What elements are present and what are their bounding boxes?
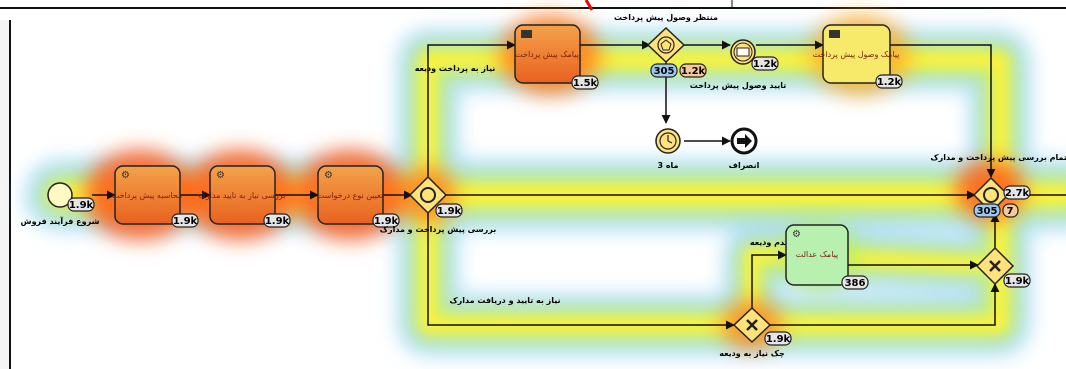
envelope-icon (736, 47, 750, 57)
gateway-count-small: 7 (1007, 206, 1014, 217)
gateway-count: 1.9k (766, 334, 791, 345)
gateway-count-waiting: 1.2k (681, 66, 706, 77)
task-sms-prepayment-received[interactable]: پیامک وصول پیش پرداخت 1.2k (813, 24, 903, 89)
gateway-count: 2.7k (1005, 188, 1030, 199)
task-label: بررسی نیاز به تایید مدارک (199, 191, 286, 200)
sequence-flows (92, 40, 1066, 330)
gateway-count-active: 305 (977, 206, 998, 217)
task-count: 1.9k (265, 216, 290, 227)
task-label: پیامک پیش پرداخت (515, 50, 579, 59)
task-sms-justice[interactable]: ⚙ پیامک عدالت 386 (785, 224, 869, 290)
gear-icon: ⚙ (216, 170, 225, 181)
arrow-right-icon (737, 134, 752, 148)
task-count: 1.9k (374, 216, 399, 227)
start-event-count: 1.9k (69, 200, 94, 211)
gear-icon: ⚙ (324, 170, 333, 181)
timer-event-3-months[interactable]: ماه 3 (655, 128, 681, 170)
task-check-docs[interactable]: ⚙ بررسی نیاز به تایید مدارک 1.9k (199, 165, 291, 228)
gear-icon: ⚙ (121, 170, 130, 181)
gateway-label: بررسی پیش پرداخت و مدارک (380, 225, 496, 235)
task-count: 386 (845, 278, 866, 289)
gateway-label: اتمام بررسی پیش پرداخت و مدارک (930, 153, 1066, 163)
gateway-finish-check[interactable]: اتمام بررسی پیش پرداخت و مدارک 2.7k 305 … (930, 153, 1066, 218)
gear-icon: ⚙ (792, 229, 801, 240)
left-panel-edge (0, 20, 10, 369)
envelope-icon (829, 30, 840, 38)
task-calc-prepayment[interactable]: ⚙ محاسبه پیش پرداخت 1.9k (112, 165, 199, 228)
gateway-label: منتظر وصول پیش پرداخت (614, 13, 718, 23)
gateway-count: 1.9k (1005, 276, 1030, 287)
flow-label-docs-needed: نیاز به تایید و دریافت مدارک (449, 296, 560, 305)
red-arrow-fragment (584, 0, 594, 11)
end-event-label: انصراف (729, 161, 760, 170)
flow-label-no-deposit: عدم ودیعه (750, 238, 790, 247)
x-icon (746, 319, 758, 331)
x-icon (989, 260, 1001, 272)
gateway-check-deposit[interactable]: 1.9k چک نیاز به ودیعه (719, 306, 792, 358)
task-label: محاسبه پیش پرداخت (112, 191, 182, 200)
start-event-label: شروع فرآیند فروش (21, 216, 100, 227)
timer-label: ماه 3 (657, 161, 678, 170)
gateway-check-prepayment[interactable]: 1.9k بررسی پیش پرداخت و مدارک (380, 175, 496, 235)
gateway-count: 1.9k (437, 206, 462, 217)
task-label: پیامک وصول پیش پرداخت (813, 50, 900, 59)
task-request-type[interactable]: ⚙ تعیین نوع درخواست 1.9k (317, 165, 400, 228)
task-count: 1.9k (173, 216, 198, 227)
gateway-merge-deposit[interactable]: 1.9k (975, 246, 1031, 288)
task-label: تعیین نوع درخواست (317, 191, 384, 200)
gateway-label: چک نیاز به ودیعه (719, 349, 785, 358)
envelope-icon (521, 30, 532, 38)
event-count: 1.2k (753, 59, 778, 70)
end-event-cancel[interactable]: انصراف (729, 127, 760, 170)
clock-icon (659, 132, 677, 150)
message-event-prepayment-received[interactable]: 1.2k تایید وصول پیش پرداخت (690, 39, 787, 91)
task-count: 1.2k (877, 77, 902, 88)
flow-label-deposit-needed: نیاز به پرداخت ودیعه (415, 64, 496, 73)
task-label: پیامک عدالت (796, 250, 839, 259)
gateway-wait-prepayment[interactable]: منتظر وصول پیش پرداخت 305 1.2k (614, 13, 718, 78)
task-count: 1.5k (573, 78, 598, 89)
gateway-count-active: 305 (654, 66, 675, 77)
task-sms-prepayment[interactable]: پیامک پیش پرداخت 1.5k (514, 24, 599, 90)
event-label: تایید وصول پیش پرداخت (690, 81, 787, 91)
start-event[interactable]: 1.9k شروع فرآیند فروش (21, 182, 100, 227)
